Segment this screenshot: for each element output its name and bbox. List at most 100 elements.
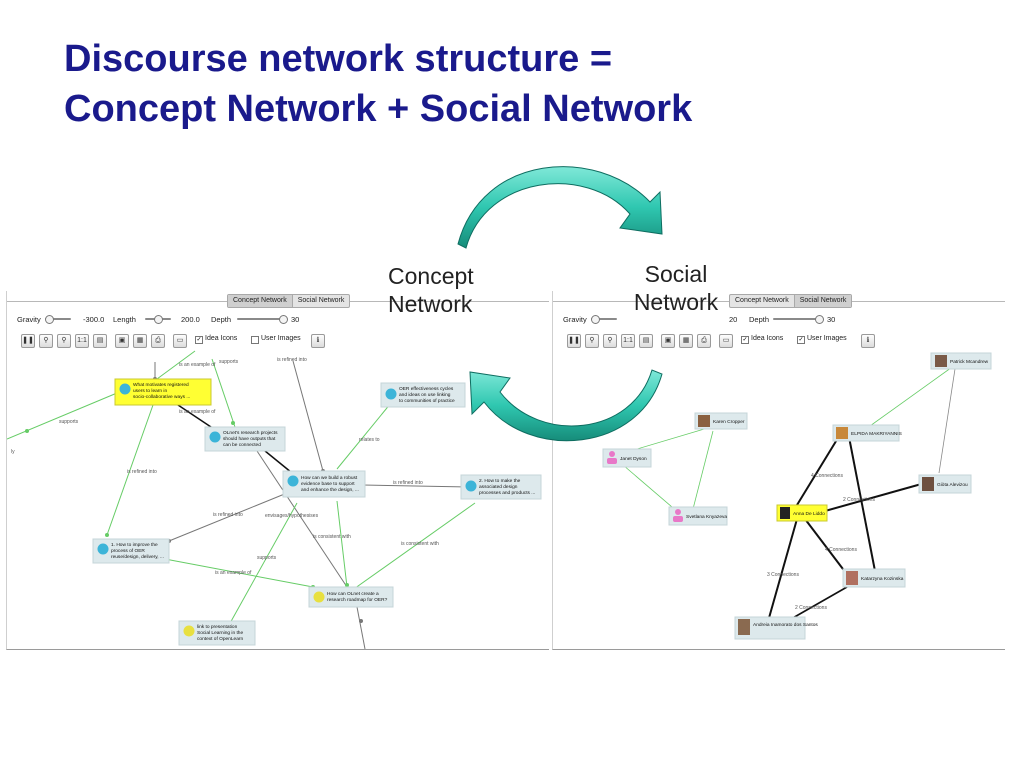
user-images-checkbox[interactable]: ✓	[797, 336, 805, 344]
lock-icon[interactable]: ▣	[661, 334, 675, 348]
link	[796, 432, 842, 506]
person-node-7[interactable]: Katarzyna Kozinska	[842, 568, 906, 588]
link	[938, 368, 956, 474]
zoom-in-icon[interactable]: ⚲	[39, 334, 53, 348]
depth-slider-knob[interactable]	[279, 315, 288, 324]
person-name: Giòta Alevizou	[937, 482, 968, 488]
link-label: is refined into	[277, 357, 307, 363]
window-icon[interactable]: ▭	[173, 334, 187, 348]
depth-slider[interactable]	[773, 315, 824, 324]
node-box	[308, 586, 394, 608]
length-slider-knob[interactable]	[154, 315, 163, 324]
gravity-slider-knob[interactable]	[45, 315, 54, 324]
link-label: is consistent with	[401, 541, 439, 547]
user-icon-body	[607, 458, 617, 464]
save-icon[interactable]: ▦	[133, 334, 147, 348]
depth-slider-knob[interactable]	[815, 315, 824, 324]
person-node-8[interactable]: Andreia Inamorato dos Santos	[734, 616, 818, 640]
person-node-6[interactable]: Anna De Liddo	[776, 504, 828, 522]
arrowhead	[359, 619, 363, 623]
avatar	[846, 571, 858, 585]
idea-icons-checkbox[interactable]: ✓	[741, 336, 749, 344]
link	[848, 436, 876, 572]
concept-node-3[interactable]: How can we build a robust evidence base …	[282, 470, 366, 498]
right-tab-social-network[interactable]: Social Network	[793, 295, 852, 307]
user-icon-body	[673, 516, 683, 522]
info-icon[interactable]: ℹ	[861, 334, 875, 348]
person-node-4[interactable]: Giòta Alevizou	[918, 474, 972, 494]
link-label: 3 Connections	[767, 572, 799, 578]
zoom-reset-button[interactable]: 1:1	[621, 334, 635, 348]
link	[168, 492, 288, 542]
print-icon[interactable]: ⎙	[697, 334, 711, 348]
node-line: How can we build a robust	[301, 475, 358, 481]
social-network-panel: Concept Network Social Network Gravity 2…	[552, 291, 1005, 650]
lock-icon[interactable]: ▣	[115, 334, 129, 348]
person-name: Andreia Inamorato dos Santos	[753, 622, 818, 628]
social-network-label-line2: Network	[633, 289, 719, 315]
idea-icon	[313, 591, 325, 603]
right-tab-concept-network[interactable]: Concept Network	[735, 297, 789, 304]
link	[350, 502, 476, 592]
left-tab-social-network[interactable]: Social Network	[291, 295, 350, 307]
gravity-label: Gravity	[17, 315, 41, 324]
link	[292, 360, 324, 472]
node-line: evidence base to support	[301, 481, 355, 487]
person-node-1[interactable]: Karen Cropper	[694, 412, 748, 430]
node-line: Social Learning in the	[197, 630, 243, 636]
left-tabbar: Concept Network Social Network	[227, 294, 351, 308]
person-name: Patrick Mcandrew	[950, 359, 989, 365]
zoom-out-icon[interactable]: ⚲	[57, 334, 71, 348]
person-node-2[interactable]: ELPIDA MAKRIYANNIS	[832, 424, 902, 442]
link	[622, 464, 680, 514]
depth-value: 30	[291, 315, 300, 324]
concept-link-labels: supports is refined into is an example o…	[59, 357, 439, 576]
person-node-3[interactable]: Janet Dyson	[602, 448, 652, 468]
concept-node-1[interactable]: OLnet's research projects should have ou…	[204, 426, 286, 452]
concept-node-4[interactable]: 2. How to make the associated design pro…	[460, 474, 542, 500]
gravity-slider[interactable]	[45, 315, 71, 324]
node-line: context of OpenLearn	[197, 636, 243, 642]
person-node-0[interactable]: Patrick Mcandrew	[930, 352, 992, 370]
link-label: relates to	[359, 437, 380, 443]
node-line: and enhance the design, ...	[301, 487, 359, 493]
node-box	[668, 506, 728, 526]
avatar	[922, 477, 934, 491]
concept-node-6[interactable]: How can OLnet create a research roadmap …	[308, 586, 394, 608]
avatar	[698, 415, 710, 427]
print-icon[interactable]: ⎙	[151, 334, 165, 348]
gravity-slider[interactable]	[591, 315, 617, 324]
user-images-checkbox[interactable]	[251, 336, 259, 344]
concept-map: supports is refined into is an example o…	[7, 350, 542, 649]
pause-icon[interactable]: ❚❚	[21, 334, 35, 348]
person-node-5[interactable]: Svetlana Knyazeva	[668, 506, 728, 526]
zoom-reset-button[interactable]: 1:1	[75, 334, 89, 348]
info-icon[interactable]: ℹ	[311, 334, 325, 348]
left-tab-concept-network[interactable]: Concept Network	[228, 295, 292, 307]
pause-icon[interactable]: ❚❚	[567, 334, 581, 348]
concept-network-panel: Concept Network Social Network Gravity -…	[6, 291, 549, 650]
gravity-slider-knob[interactable]	[591, 315, 600, 324]
idea-icons-checkbox[interactable]: ✓	[195, 336, 203, 344]
node-line: associated design	[479, 484, 518, 490]
person-name: Janet Dyson	[620, 456, 647, 462]
concept-node-2[interactable]: OER effectiveness cycles and ideas on us…	[380, 382, 466, 408]
length-slider[interactable]	[145, 315, 171, 324]
concept-node-7[interactable]: link to presentation Social Learning in …	[178, 620, 256, 646]
window-icon[interactable]: ▭	[719, 334, 733, 348]
concept-node-5[interactable]: 1. How to improve the process of OER reu…	[92, 538, 170, 564]
concept-node-0[interactable]: What motivates registered users to learn…	[114, 378, 212, 406]
link-label: 4 Connections	[825, 547, 857, 553]
page-icon[interactable]: ▤	[93, 334, 107, 348]
length-value-partial: 20	[729, 315, 738, 324]
save-icon[interactable]: ▦	[679, 334, 693, 348]
page-icon[interactable]: ▤	[639, 334, 653, 348]
link	[862, 364, 956, 432]
person-name: Anna De Liddo	[793, 511, 825, 517]
zoom-out-icon[interactable]: ⚲	[603, 334, 617, 348]
zoom-in-icon[interactable]: ⚲	[585, 334, 599, 348]
link-label: is an example of	[215, 570, 252, 576]
node-line: research roadmap for OER?	[327, 597, 388, 603]
depth-slider[interactable]	[237, 315, 288, 324]
